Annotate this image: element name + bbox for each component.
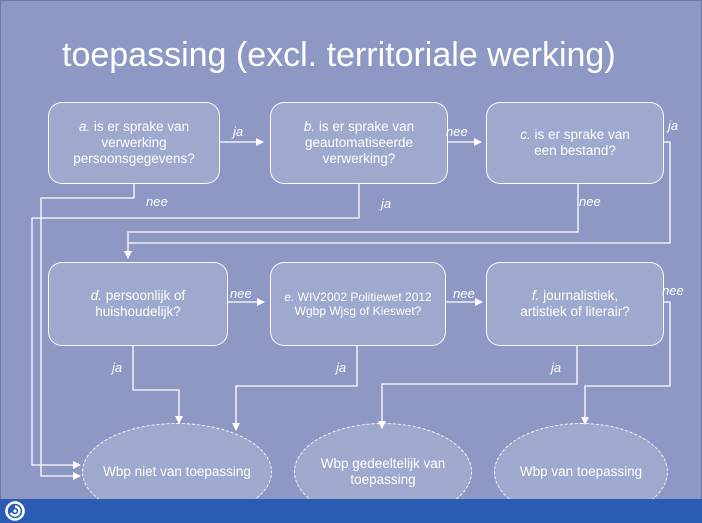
arrow-e-ja <box>232 346 358 431</box>
label-ja-e: ja <box>336 360 347 375</box>
box-c-letter: c. <box>520 127 531 143</box>
box-f-letter: f. <box>531 288 540 304</box>
box-f-text: journalistiek, artistiek of literair? <box>520 288 630 319</box>
outcome-niet-text: Wbp niet van toepassing <box>103 463 251 479</box>
label-ja-c: ja <box>668 118 679 133</box>
outcome-van-text: Wbp van toepassing <box>519 463 643 479</box>
label-ja-f: ja <box>551 360 562 375</box>
label-ja-b: ja <box>381 196 392 211</box>
label-nee-c: nee <box>579 194 601 209</box>
box-b-text: is er sprake van geautomatiseerde verwer… <box>304 119 415 166</box>
arrow-f-nee <box>581 301 671 425</box>
box-b-letter: b. <box>303 119 316 135</box>
box-d-letter: d. <box>90 288 102 304</box>
box-b: b. is er sprake van geautomatiseerde ver… <box>270 102 448 184</box>
label-nee-e-f: nee <box>453 286 475 301</box>
box-e: e. WIV2002 Politiewet 2012 Wgbp Wjsg of … <box>270 262 446 346</box>
arrow-f-ja <box>378 346 578 429</box>
box-a-text: is er sprake van verwerking persoonsgege… <box>73 119 195 166</box>
box-d-text: persoonlijk of huishoudelijk? <box>95 288 186 319</box>
box-a: a. is er sprake van verwerking persoonsg… <box>48 102 220 184</box>
box-d: d. persoonlijk of huishoudelijk? <box>48 262 228 346</box>
footer-bar <box>0 499 702 523</box>
arrow-d-ja <box>132 346 183 424</box>
box-c: c. is er sprake van een bestand? <box>486 102 664 184</box>
label-nee-b-c: nee <box>446 124 468 139</box>
spiral-logo-icon <box>5 501 25 521</box>
arrow-c-nee <box>124 183 579 259</box>
outcome-gedeeltelijk-text: Wbp gedeeltelijk van toepassing <box>320 455 446 487</box>
arrow-a-nee <box>40 183 135 480</box>
label-nee-d-e: nee <box>230 286 252 301</box>
box-a-letter: a. <box>78 119 91 135</box>
label-ja-a-b: ja <box>233 124 244 139</box>
box-e-letter: e. <box>284 289 295 304</box>
box-f: f. journalistiek, artistiek of literair? <box>486 262 664 346</box>
slide-title: toepassing (excl. territoriale werking) <box>62 36 616 74</box>
label-nee-f: nee <box>662 283 684 298</box>
arrow-b-ja <box>31 183 360 469</box>
box-e-text: WIV2002 Politiewet 2012 Wgbp Wjsg of Kie… <box>294 289 432 318</box>
label-ja-d: ja <box>112 360 123 375</box>
box-c-text: is er sprake van een bestand? <box>530 127 630 158</box>
label-nee-a: nee <box>146 194 168 209</box>
arrow-c-ja <box>128 141 671 244</box>
